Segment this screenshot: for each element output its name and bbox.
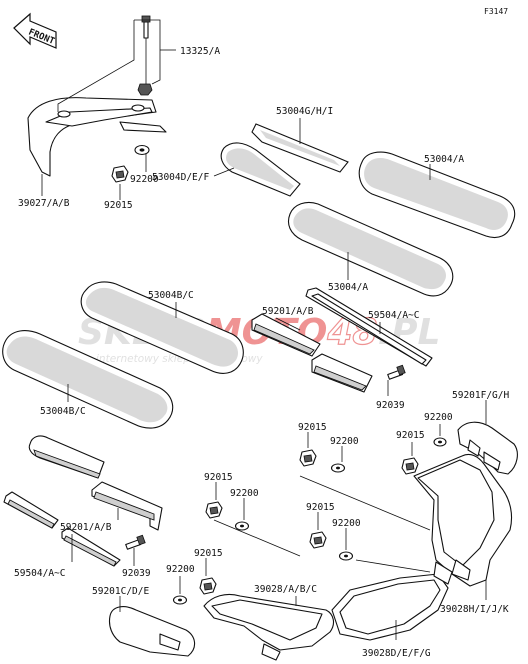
label-92015-f: 92015: [194, 548, 223, 559]
washer-92200-a: [134, 144, 150, 156]
cover-59201cde: [108, 606, 196, 657]
label-53004a-2: 53004/A: [328, 282, 368, 293]
label-92039-2: 92039: [122, 568, 151, 579]
label-39027: 39027/A/B: [18, 198, 70, 209]
nut-92015-e: [309, 531, 327, 549]
label-92200-a: 92200: [130, 174, 159, 185]
washer-92200-b: [433, 437, 447, 447]
nut-92015-f: [199, 577, 217, 595]
label-92200-c: 92200: [330, 436, 359, 447]
pin-92039-upper: [387, 364, 406, 380]
label-13325: 13325/A: [180, 46, 220, 57]
rail-59504-upper: [305, 287, 433, 367]
label-92015-b: 92015: [396, 430, 425, 441]
label-53004def: 53004D/E/F: [152, 172, 209, 183]
label-39028abc: 39028/A/B/C: [254, 584, 317, 595]
rail-59201-upper-a: [251, 313, 321, 357]
washer-92200-c: [330, 463, 346, 473]
label-59201ab-1: 59201/A/B: [262, 306, 314, 317]
washer-92200-f: [172, 595, 188, 605]
label-53004a-1: 53004/A: [424, 154, 464, 165]
step-bracket-39027: [27, 97, 167, 177]
label-53004bc-1: 53004B/C: [148, 290, 194, 301]
pin-92039-lower: [125, 534, 146, 550]
washer-92200-e: [338, 551, 354, 561]
label-39028defg: 39028D/E/F/G: [362, 648, 431, 659]
nut-13325-lower: [137, 83, 153, 96]
label-92200-b: 92200: [424, 412, 453, 423]
rail-59504-lower-left: [3, 491, 59, 529]
label-92200-e: 92200: [332, 518, 361, 529]
rail-59201-upper-b: [311, 353, 373, 393]
label-39028hijk: 39028H/I/J/K: [440, 604, 509, 615]
figure-code: F3147: [484, 7, 508, 16]
mat-53004a-center: [287, 201, 454, 297]
bracket-39028defg: [331, 561, 453, 641]
nut-92015-c: [299, 449, 317, 467]
bracket-39028hijk: [413, 453, 513, 587]
bolt-13325-top: [141, 15, 151, 39]
rail-59504-lower: [61, 527, 121, 567]
label-92015-e: 92015: [306, 502, 335, 513]
label-59201fgh: 59201F/G/H: [452, 390, 509, 401]
label-92015-c: 92015: [298, 422, 327, 433]
mat-53004bc-upper: [80, 281, 244, 374]
label-53004bc-2: 53004B/C: [40, 406, 86, 417]
label-92200-f: 92200: [166, 564, 195, 575]
nut-92015-a: [111, 165, 129, 183]
mat-53004def: [220, 142, 301, 197]
cover-59201fgh: [457, 421, 518, 475]
mat-53004ghi: [251, 123, 349, 173]
label-59504-2: 59504/A~C: [14, 568, 65, 579]
mat-53004a-right: [358, 151, 516, 239]
label-59201ab-2: 59201/A/B: [60, 522, 112, 533]
washer-92200-d: [234, 521, 250, 531]
bracket-39028abc: [203, 593, 335, 661]
nut-92015-d: [205, 501, 223, 519]
label-53004ghi: 53004G/H/I: [276, 106, 333, 117]
rail-59201-lower-a: [28, 435, 105, 479]
label-59201cde: 59201C/D/E: [92, 586, 149, 597]
front-arrow: FRONT: [13, 12, 57, 49]
rail-59201-lower-b: [91, 481, 163, 531]
label-92039-1: 92039: [376, 400, 405, 411]
mat-53004bc-lower: [2, 330, 174, 429]
label-92200-d: 92200: [230, 488, 259, 499]
nut-92015-b: [401, 457, 419, 475]
label-59504-1: 59504/A~C: [368, 310, 419, 321]
label-92015-a: 92015: [104, 200, 133, 211]
label-92015-d: 92015: [204, 472, 233, 483]
